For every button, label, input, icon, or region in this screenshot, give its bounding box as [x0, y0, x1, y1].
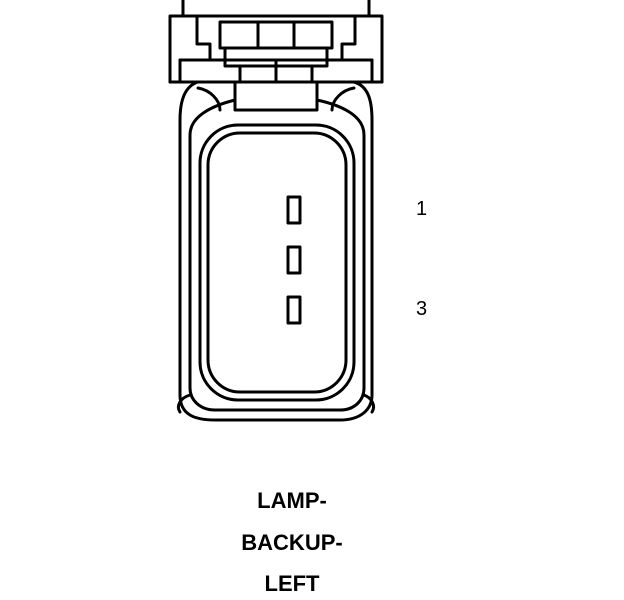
pin-3 — [286, 295, 302, 325]
connector-name-line-1: LAMP- — [257, 488, 327, 513]
connector-latch — [168, 0, 384, 112]
connector-side-hooks — [176, 86, 376, 414]
pin-label-1: 1 — [416, 198, 428, 220]
connector-name-line-3: LEFT — [264, 571, 320, 596]
connector-outer-housing — [178, 80, 374, 422]
pin-2 — [286, 245, 302, 275]
pin-label-3: 3 — [416, 298, 428, 320]
connector-name-line-2: BACKUP- — [241, 530, 343, 555]
pin-1 — [286, 195, 302, 225]
connector-inner-housing — [188, 98, 366, 412]
pin-contacts — [286, 195, 302, 325]
pin-cavity — [198, 123, 356, 402]
